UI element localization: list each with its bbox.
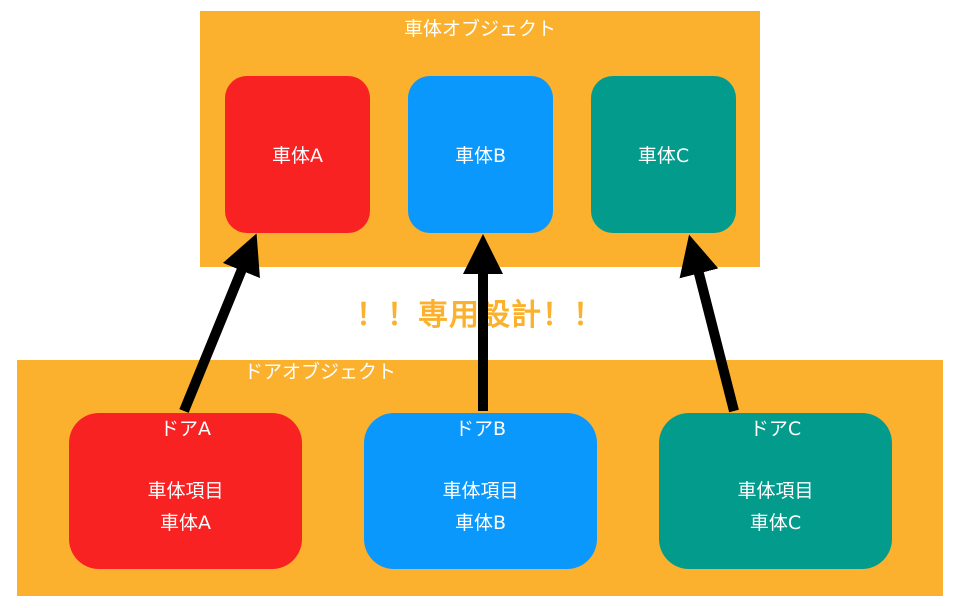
door-b-detail: 車体項目 車体B bbox=[442, 475, 518, 539]
door-a-box: ドアA 車体項目 車体A bbox=[69, 413, 302, 569]
door-b-field-value: 車体B bbox=[454, 512, 507, 534]
dedicated-design-headline: ！！専用設計！！ bbox=[356, 298, 604, 333]
body-object-title: 車体オブジェクト bbox=[403, 18, 556, 40]
door-b-box: ドアB 車体項目 車体B bbox=[364, 413, 597, 569]
door-b-field-label: 車体項目 bbox=[442, 480, 519, 502]
body-a-label: 車体A bbox=[272, 145, 323, 167]
body-a-box: 車体A bbox=[225, 76, 370, 233]
body-b-box: 車体B bbox=[408, 76, 553, 233]
door-a-title: ドアA bbox=[160, 418, 211, 440]
door-c-field-value: 車体C bbox=[749, 512, 802, 534]
door-object-container: ドアオブジェクト ドアA 車体項目 車体A ドアB 車体項目 車体B ドアC 車… bbox=[17, 360, 943, 596]
body-object-container: 車体オブジェクト 車体A 車体B 車体C bbox=[200, 11, 760, 267]
door-c-box: ドアC 車体項目 車体C bbox=[659, 413, 892, 569]
door-c-field-label: 車体項目 bbox=[737, 480, 814, 502]
door-c-title: ドアC bbox=[749, 418, 802, 440]
door-object-title: ドアオブジェクト bbox=[244, 361, 397, 383]
door-b-title: ドアB bbox=[454, 418, 507, 440]
door-c-detail: 車体項目 車体C bbox=[737, 475, 813, 539]
door-a-field-label: 車体項目 bbox=[147, 480, 224, 502]
door-a-detail: 車体項目 車体A bbox=[147, 475, 223, 539]
body-c-box: 車体C bbox=[591, 76, 736, 233]
door-a-field-value: 車体A bbox=[159, 512, 211, 534]
body-c-label: 車体C bbox=[637, 145, 690, 167]
body-b-label: 車体B bbox=[454, 145, 507, 167]
